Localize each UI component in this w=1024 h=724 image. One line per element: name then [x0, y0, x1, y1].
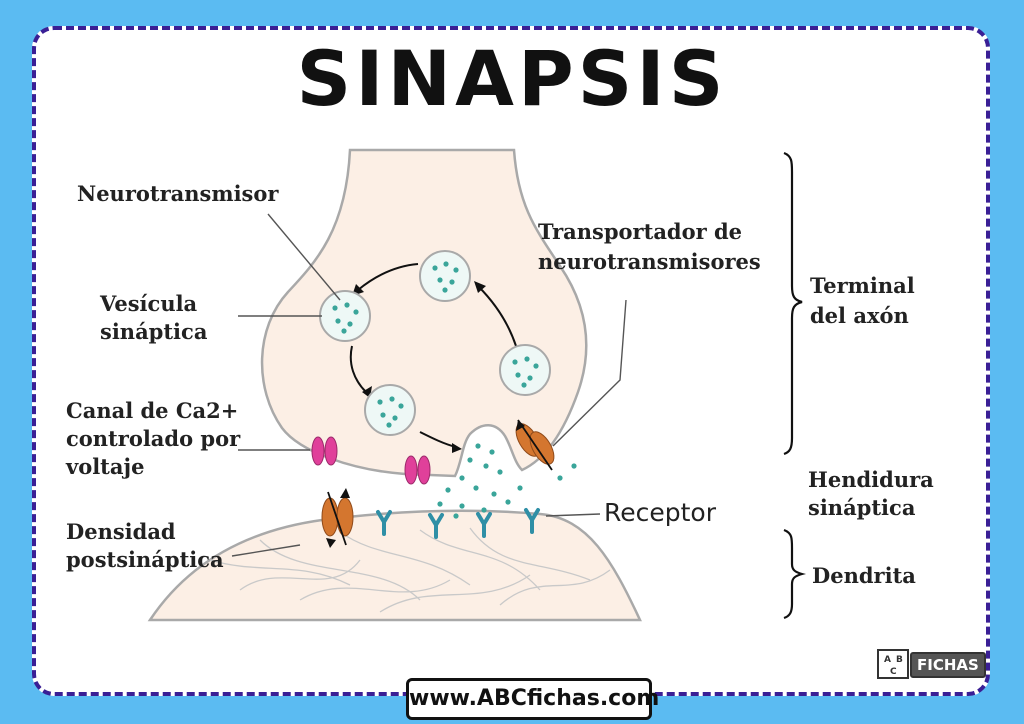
label-terminal-line2: del axón	[810, 303, 909, 328]
neurotransmitter-transporter	[515, 419, 555, 471]
calcium-channel	[311, 436, 338, 466]
label-receptor: Receptor	[604, 498, 716, 527]
label-neurotransmisor: Neurotransmisor	[77, 181, 279, 206]
synaptic-vesicle	[499, 344, 551, 396]
neurotransmitter-dots	[437, 443, 577, 519]
axon-terminal	[260, 148, 588, 478]
label-vesicula-line1: Vesícula	[100, 291, 198, 316]
receptor	[428, 513, 444, 539]
label-terminal-line1: Terminal	[810, 273, 915, 298]
arrowheads	[352, 281, 486, 453]
calcium-channel	[404, 455, 431, 485]
label-transportador-line1: Transportador de	[538, 219, 743, 244]
logo-text: FICHAS	[910, 652, 986, 678]
receptor	[476, 512, 492, 538]
synaptic-vesicle	[364, 384, 416, 436]
synaptic-vesicle	[319, 290, 371, 342]
synaptic-vesicle	[419, 250, 471, 302]
svg-text:B: B	[896, 655, 903, 665]
svg-text:C: C	[890, 667, 897, 677]
label-canal-line3: voltaje	[66, 454, 145, 479]
receptor	[376, 510, 392, 536]
label-dendrita: Dendrita	[812, 563, 916, 588]
label-hendidura-line2: sináptica	[808, 495, 916, 520]
abc-logo-mark: A B C	[877, 649, 909, 679]
svg-text:A: A	[884, 655, 891, 665]
website-footer[interactable]: www.ABCfichas.com	[406, 678, 659, 720]
page-title: SINAPSIS	[296, 34, 728, 123]
region-braces	[783, 151, 807, 620]
label-hendidura-line1: Hendidura	[808, 467, 934, 492]
label-densidad-line1: Densidad	[66, 519, 176, 544]
label-densidad-line2: postsináptica	[66, 547, 224, 572]
leader-lines	[231, 213, 627, 557]
receptor	[524, 508, 540, 534]
label-transportador-line2: neurotransmisores	[538, 249, 761, 274]
label-canal-line1: Canal de Ca2+	[66, 398, 239, 423]
label-canal-line2: controlado por	[66, 426, 241, 451]
postsynaptic-filaments	[209, 527, 611, 613]
label-vesicula-line2: sináptica	[100, 319, 208, 344]
postsynaptic-transporter	[321, 488, 354, 548]
